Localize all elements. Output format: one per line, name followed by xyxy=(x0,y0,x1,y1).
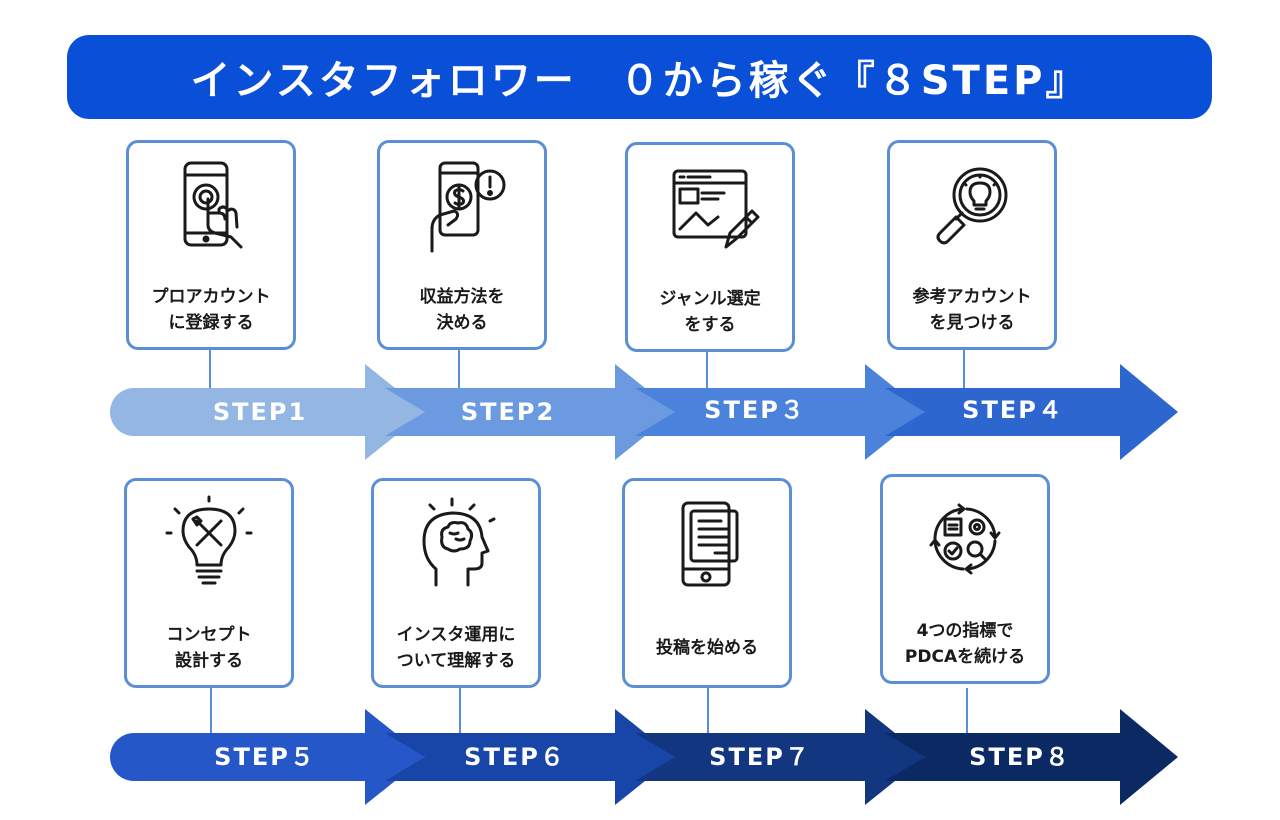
step-card-2: 収益方法を 決める xyxy=(377,140,547,350)
step-card-4-line1: 参考アカウント xyxy=(912,287,1032,307)
step-card-6-line1: インスタ運用に xyxy=(396,625,516,645)
step-label-4: STEP４ xyxy=(962,396,1064,424)
step-card-1-line2: に登録する xyxy=(168,313,254,333)
step-arrow-6 xyxy=(385,709,675,805)
step-label-6: STEP６ xyxy=(464,743,566,771)
step-label-7: STEP７ xyxy=(709,743,811,771)
step-arrow-5 xyxy=(110,709,425,805)
step-card-3: ジャンル選定 をする xyxy=(625,142,795,352)
connector-7 xyxy=(707,688,709,733)
step-label-8: STEP８ xyxy=(969,743,1071,771)
step-card-4: 参考アカウント を見つける xyxy=(887,140,1057,350)
step-arrow-7 xyxy=(635,709,925,805)
step-card-8-line1: 4つの指標で xyxy=(916,621,1014,641)
connector-5 xyxy=(210,688,212,733)
step-card-5: コンセプト 設計する xyxy=(124,478,294,688)
step-card-8: 4つの指標で PDCAを続ける xyxy=(880,474,1050,684)
step-label-1: STEP1 xyxy=(212,398,308,426)
step-label-5: STEP５ xyxy=(214,743,316,771)
brain-head-icon xyxy=(422,497,496,587)
step-card-2-line2: 決める xyxy=(436,313,488,333)
step-label-3: STEP３ xyxy=(704,396,806,424)
connector-6 xyxy=(459,688,461,733)
pdca-cycle-icon xyxy=(929,503,1001,575)
step-card-7: 投稿を始める xyxy=(622,478,792,688)
smartphone-tap-icon xyxy=(183,161,243,249)
connector-4 xyxy=(963,348,965,388)
image-edit-icon xyxy=(672,169,760,249)
step-card-5-line1: コンセプト xyxy=(166,625,252,645)
lightbulb-tools-icon xyxy=(165,495,253,585)
step-label-2: STEP2 xyxy=(460,398,556,426)
search-idea-icon xyxy=(936,167,1008,245)
step-card-6-line2: ついて理解する xyxy=(396,651,516,671)
step-card-8-line2: PDCAを続ける xyxy=(904,647,1026,667)
title-banner: インスタフォロワー ０から稼ぐ『８STEP』 xyxy=(67,35,1212,119)
step-arrow-8 xyxy=(885,709,1178,805)
step-arrow-2 xyxy=(385,364,675,460)
step-arrow-3 xyxy=(635,364,925,460)
phone-dollar-alert-icon xyxy=(430,161,506,253)
step-card-1: プロアカウント に登録する xyxy=(126,140,296,350)
step-arrow-1 xyxy=(110,364,425,460)
step-card-2-line1: 収益方法を xyxy=(419,287,505,307)
page-title: インスタフォロワー ０から稼ぐ『８STEP』 xyxy=(190,58,1089,104)
step-card-7-line1: 投稿を始める xyxy=(656,638,758,658)
step-card-5-line2: 設計する xyxy=(175,651,243,671)
step-card-1-line1: プロアカウント xyxy=(151,287,271,307)
connector-3 xyxy=(706,350,708,388)
step-card-6: インスタ運用に ついて理解する xyxy=(371,478,541,688)
tablet-document-icon xyxy=(681,501,739,587)
connector-1 xyxy=(209,350,211,388)
connector-2 xyxy=(458,345,460,388)
step-card-3-line1: ジャンル選定 xyxy=(659,289,761,309)
step-arrow-4 xyxy=(885,364,1178,460)
connector-8 xyxy=(966,688,968,733)
step-card-3-line2: をする xyxy=(684,315,736,335)
step-card-4-line2: を見つける xyxy=(929,313,1015,333)
